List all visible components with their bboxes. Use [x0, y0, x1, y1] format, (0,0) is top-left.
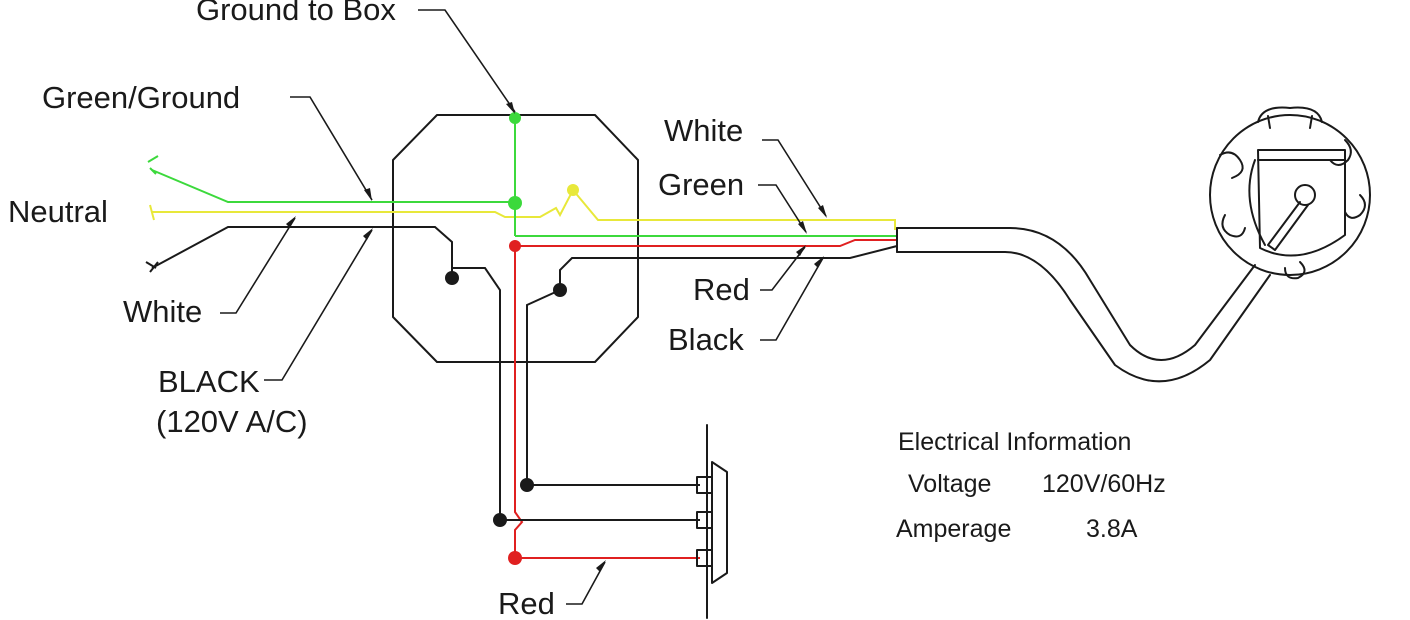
switch-terminal-3	[696, 549, 713, 567]
label-black-right: Black	[668, 322, 744, 357]
info-amperage-value: 3.8A	[1086, 515, 1138, 543]
info-voltage-value: 120V/60Hz	[1042, 470, 1166, 498]
motor-housing	[1209, 106, 1371, 280]
switch-black-wire	[451, 267, 700, 521]
leader-ground-to-box-arrow	[506, 102, 515, 114]
cable-black-wire	[526, 245, 898, 486]
label-white-right: White	[664, 113, 743, 148]
label-green-right: Green	[658, 167, 744, 202]
switch-black-dot-top	[520, 478, 534, 492]
info-title: Electrical Information	[898, 428, 1131, 456]
leader-green-ground-arrow	[364, 188, 372, 201]
leader-white-left	[220, 217, 296, 314]
cable-red-wire	[515, 239, 897, 247]
incoming-green-wire-end	[147, 155, 159, 175]
leader-green-ground	[290, 96, 373, 201]
leader-black-left	[264, 229, 373, 381]
leader-black-left-arrow	[363, 228, 373, 240]
label-black-left-sub: (120V A/C)	[156, 404, 308, 439]
switch-red-wire	[514, 246, 700, 559]
cable-sheath	[896, 227, 1256, 361]
ground-to-box-dot	[509, 112, 521, 124]
switch-terminal-1	[696, 476, 713, 494]
leader-white-right-arrow	[818, 205, 827, 218]
incoming-neutral-wire	[152, 188, 896, 230]
leader-red-right-arrow	[796, 245, 806, 256]
label-red-right: Red	[693, 272, 750, 307]
black-connector-dot-left	[445, 271, 459, 285]
red-connector-dot	[509, 240, 521, 252]
label-black-left: BLACK	[158, 364, 260, 399]
incoming-green-wire	[151, 169, 515, 203]
incoming-black-wire	[151, 226, 453, 278]
incoming-black-wire-end	[145, 261, 159, 273]
leader-red-bottom-arrow	[596, 560, 606, 572]
info-voltage-label: Voltage	[908, 470, 991, 498]
leader-green-right	[758, 184, 807, 233]
yellow-connector-dot	[567, 184, 579, 196]
switch-terminal-2	[696, 511, 713, 529]
cable-sheath-inner	[896, 251, 1271, 383]
leader-red-right	[760, 246, 806, 291]
black-connector-dot-right	[553, 283, 567, 297]
leader-ground-to-box	[418, 9, 516, 113]
label-neutral: Neutral	[8, 194, 108, 229]
leader-white-right	[762, 139, 827, 217]
green-connector-dot	[508, 196, 522, 210]
leader-black-right-arrow	[814, 256, 824, 268]
leader-green-right-arrow	[798, 221, 807, 234]
label-green-ground: Green/Ground	[42, 80, 240, 115]
incoming-neutral-wire-end	[149, 204, 160, 221]
rocker-switch	[711, 461, 728, 584]
label-red-bottom: Red	[498, 586, 555, 620]
switch-red-dot	[508, 551, 522, 565]
switch-black-dot-mid	[493, 513, 507, 527]
label-ground-to-box: Ground to Box	[196, 0, 396, 27]
info-amperage-label: Amperage	[896, 515, 1011, 543]
leader-white-left-arrow	[286, 216, 296, 228]
label-white-left: White	[123, 294, 202, 329]
leader-red-bottom	[566, 561, 606, 605]
leader-black-right	[760, 257, 824, 341]
